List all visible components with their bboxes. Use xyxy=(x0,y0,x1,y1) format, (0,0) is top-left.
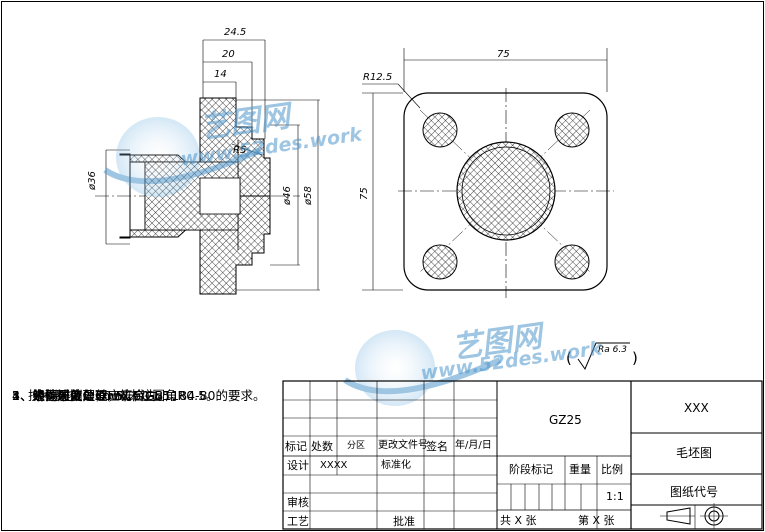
bolt-hole xyxy=(554,244,590,280)
tb-gongyi: 工艺 xyxy=(287,515,309,528)
tb-drawing-no-label: 图纸代号 xyxy=(670,485,719,499)
tb-stage: 阶段标记 xyxy=(509,463,553,476)
tb-pizhun: 批准 xyxy=(393,515,415,528)
tb-part-name: 毛坯图 xyxy=(676,446,713,460)
dim-24-5: 24.5 xyxy=(224,27,247,38)
dim-phi58: ø58 xyxy=(303,186,314,205)
roughness-label: Ra 6.3 xyxy=(598,345,627,355)
dim-14: 14 xyxy=(214,69,227,80)
dim-r5: R5 xyxy=(233,145,247,156)
tb-fenqu: 分区 xyxy=(347,441,366,451)
tb-org: XXX xyxy=(684,401,709,415)
tech-requirements-title: 技术要求 xyxy=(28,388,79,403)
dim-75-top: 75 xyxy=(497,49,510,60)
tech-req-item: 5、未注形位公差应符合GB1184-80的要求。 xyxy=(12,388,266,403)
tb-biaoji: 标记 xyxy=(285,440,307,453)
tb-date: 年/月/日 xyxy=(455,440,492,451)
tb-sheji-name: XXXX xyxy=(320,460,348,471)
tb-chushu: 处数 xyxy=(311,440,333,453)
watermark-top xyxy=(103,117,262,197)
watermark-bottom xyxy=(343,330,502,406)
tb-qianming: 签名 xyxy=(426,440,448,453)
tb-total: 共 X 张 xyxy=(500,514,537,527)
tech-req-item: 4、渗碳深度0.3mm。 xyxy=(12,388,140,403)
tb-biaozhunhua: 标准化 xyxy=(381,460,411,471)
tb-scale: 1:1 xyxy=(606,490,624,503)
dim-r12-5: R12.5 xyxy=(363,72,393,83)
roughness-symbol xyxy=(577,342,630,371)
tb-material: GZ25 xyxy=(549,413,582,427)
tb-scale-label: 比例 xyxy=(601,463,623,476)
roughness-close-paren: ) xyxy=(632,349,638,367)
projection-symbol xyxy=(660,503,728,529)
dim-20: 20 xyxy=(222,49,235,60)
flange-outline xyxy=(403,92,608,291)
tech-req-item: 1、铸件时效处理，去应力。 xyxy=(12,388,170,403)
tech-req-item: 3、经调质处理，HRC50-55。 xyxy=(12,388,183,403)
roughness-open-paren: ( xyxy=(566,349,572,367)
tb-weight: 重量 xyxy=(569,463,591,476)
title-block xyxy=(282,380,763,530)
plan-view xyxy=(362,48,614,298)
dim-phi46: ø46 xyxy=(282,186,293,205)
tb-sheet: 第 X 张 xyxy=(578,514,615,527)
dim-75-left: 75 xyxy=(359,187,370,200)
bolt-hole xyxy=(554,112,590,148)
dim-phi36: ø36 xyxy=(87,171,98,190)
bolt-hole xyxy=(422,244,458,280)
tb-genggai: 更改文件号 xyxy=(378,440,428,451)
tb-shenhe: 审核 xyxy=(287,496,309,509)
bolt-hole xyxy=(422,112,458,148)
tb-sheji: 设计 xyxy=(287,459,309,472)
tech-req-item: 2、未标注倒角C0.5,未注圆角R0.5。 xyxy=(12,388,219,403)
